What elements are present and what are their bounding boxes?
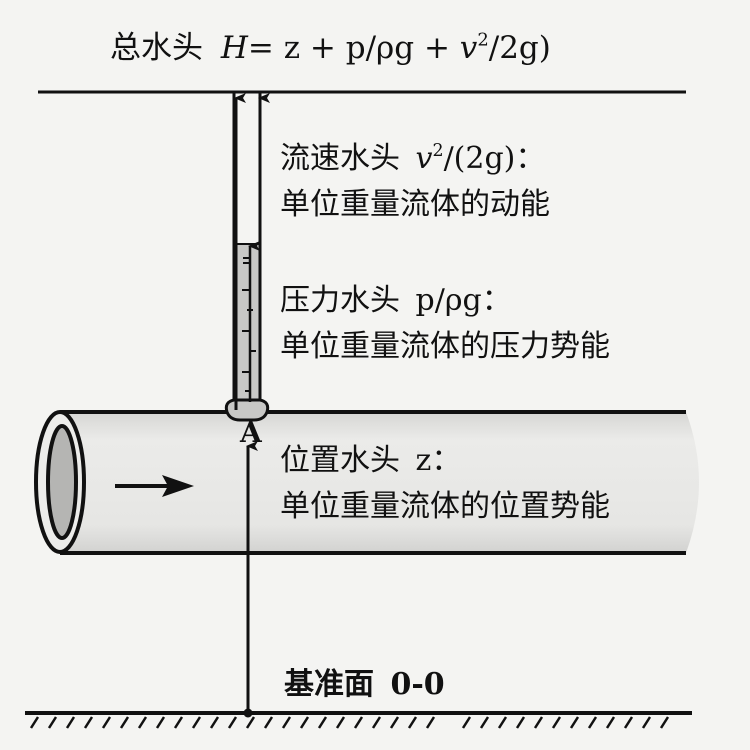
title-formula: 总水头 H= z + p/ρg + v2/2g) [110, 30, 551, 67]
velocity-head-v: v [415, 141, 433, 176]
ground-hatching-icon [29, 716, 670, 729]
pressure-head-description: 单位重量流体的压力势能 [280, 329, 610, 364]
elevation-head-formula: z： [415, 443, 462, 478]
pressure-head-formula: p/ρg： [415, 283, 512, 318]
piezometer-tube [224, 92, 270, 422]
formula-H: H [220, 30, 248, 66]
formula-v: v [459, 30, 478, 66]
pressure-head-title: 压力水头 [280, 283, 400, 318]
elevation-head-label: 位置水头 z： [280, 442, 461, 479]
velocity-head-label: 流速水头 v2/(2g)： [280, 140, 545, 177]
datum-label-cn: 基准面 [284, 667, 374, 702]
velocity-head-title: 流速水头 [280, 141, 400, 176]
velocity-head-formula: /(2g)： [443, 141, 546, 176]
flow-direction-arrow-icon [115, 475, 194, 497]
datum-label-code: 0-0 [390, 667, 445, 702]
datum-line [25, 708, 692, 729]
elevation-head-description: 单位重量流体的位置势能 [280, 489, 610, 524]
velocity-head-description: 单位重量流体的动能 [280, 187, 550, 222]
elevation-head-title: 位置水头 [280, 443, 400, 478]
pipe-inner-opening [46, 424, 78, 540]
datum-label: 基准面 0-0 [284, 666, 445, 703]
pipe [34, 410, 699, 555]
formula-tail: /2g) [488, 30, 551, 66]
formula-sup: 2 [477, 29, 489, 51]
title-prefix: 总水头 [110, 30, 203, 66]
velocity-head-sup: 2 [432, 140, 444, 161]
formula-body: = z + p/ρg + [247, 30, 460, 66]
pressure-head-label: 压力水头 p/ρg： [280, 282, 512, 319]
point-A-label: A [240, 416, 262, 449]
